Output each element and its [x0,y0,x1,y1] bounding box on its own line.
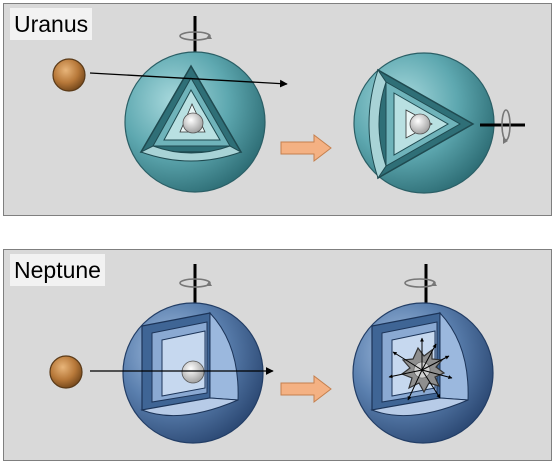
uranus-title: Uranus [10,8,93,40]
rotation-arrow-icon [179,278,212,288]
rotation-arrow-icon [404,278,437,288]
neptune-impactor [49,355,83,389]
neptune-after-planet [352,264,494,444]
rotation-arrow-icon [501,109,511,144]
uranus-impact-trajectory [89,72,288,88]
neptune-title: Neptune [10,254,105,286]
uranus-after-planet [353,52,525,194]
rotation-arrow-icon [179,31,212,41]
core-explosion-icon [388,337,453,401]
uranus-before-planet [124,16,266,193]
transition-arrow-icon [280,133,332,163]
transition-arrow-icon [280,374,332,404]
neptune-before-planet [122,264,264,444]
uranus-impactor [52,58,86,92]
